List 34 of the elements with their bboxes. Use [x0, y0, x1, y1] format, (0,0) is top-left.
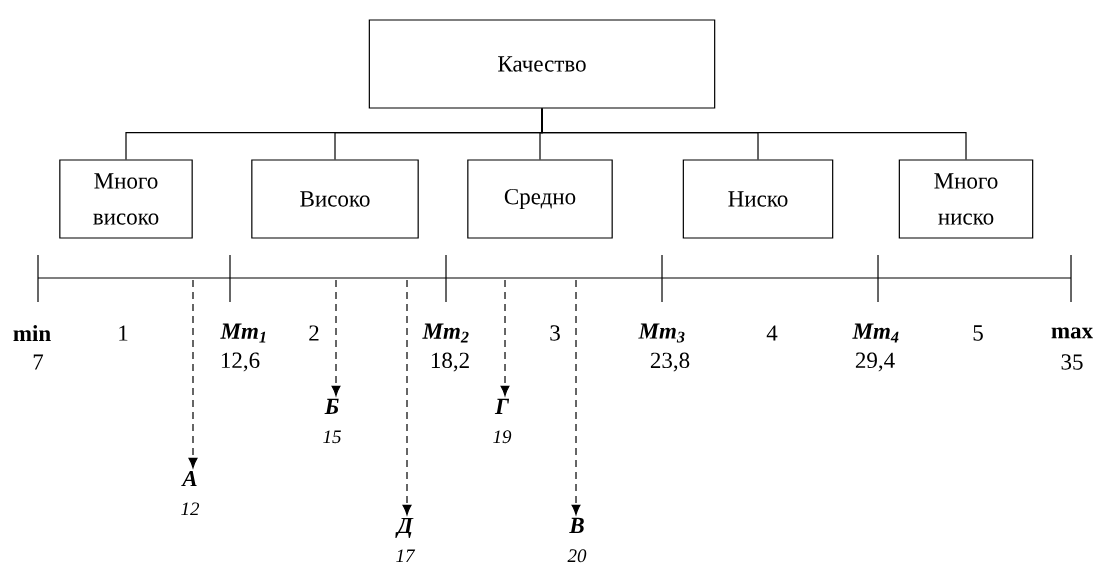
scale-label: Mm$_{1}$ [220, 323, 266, 343]
arrow [500, 279, 510, 397]
scale-label: Mm$_{3}$ [638, 323, 685, 343]
scale-label: 3 [550, 325, 560, 341]
scale-label: 1 [119, 325, 128, 341]
point-label: А 12 [181, 470, 200, 516]
connector-line [541, 108, 967, 160]
scale-label: 35 [1061, 354, 1083, 370]
process-box: Високо [251, 159, 419, 239]
process-box: Средно [467, 159, 613, 239]
point-label: Д 17 [395, 517, 416, 563]
scale-label: Mm$_{4}$ [852, 323, 899, 343]
arrow [402, 279, 412, 516]
point-label: Г 19 [493, 398, 512, 444]
scale-label: 29,4 [855, 352, 895, 372]
scale-label: min [13, 325, 51, 341]
arrow [188, 279, 198, 469]
arrow [571, 279, 581, 516]
process-box: Ниско [682, 159, 834, 239]
process-box: Много ниско [898, 159, 1034, 239]
scale-label: 4 [766, 325, 778, 341]
point-label: Б 15 [323, 398, 341, 444]
scale-label: 5 [973, 325, 983, 341]
scale-label: 7 [33, 354, 44, 370]
point-label: В 20 [567, 517, 587, 563]
arrow [331, 279, 341, 397]
scale-label: max [1051, 327, 1093, 339]
scale-label: Mm$_{2}$ [422, 323, 469, 343]
scale-label: 18,2 [431, 352, 469, 372]
scale-label: 23,8 [650, 352, 690, 372]
scale-label: 2 [309, 325, 319, 341]
process-box: Качество [368, 19, 716, 109]
scale-label: 12,6 [221, 352, 260, 372]
process-box: Много високо [59, 159, 193, 239]
